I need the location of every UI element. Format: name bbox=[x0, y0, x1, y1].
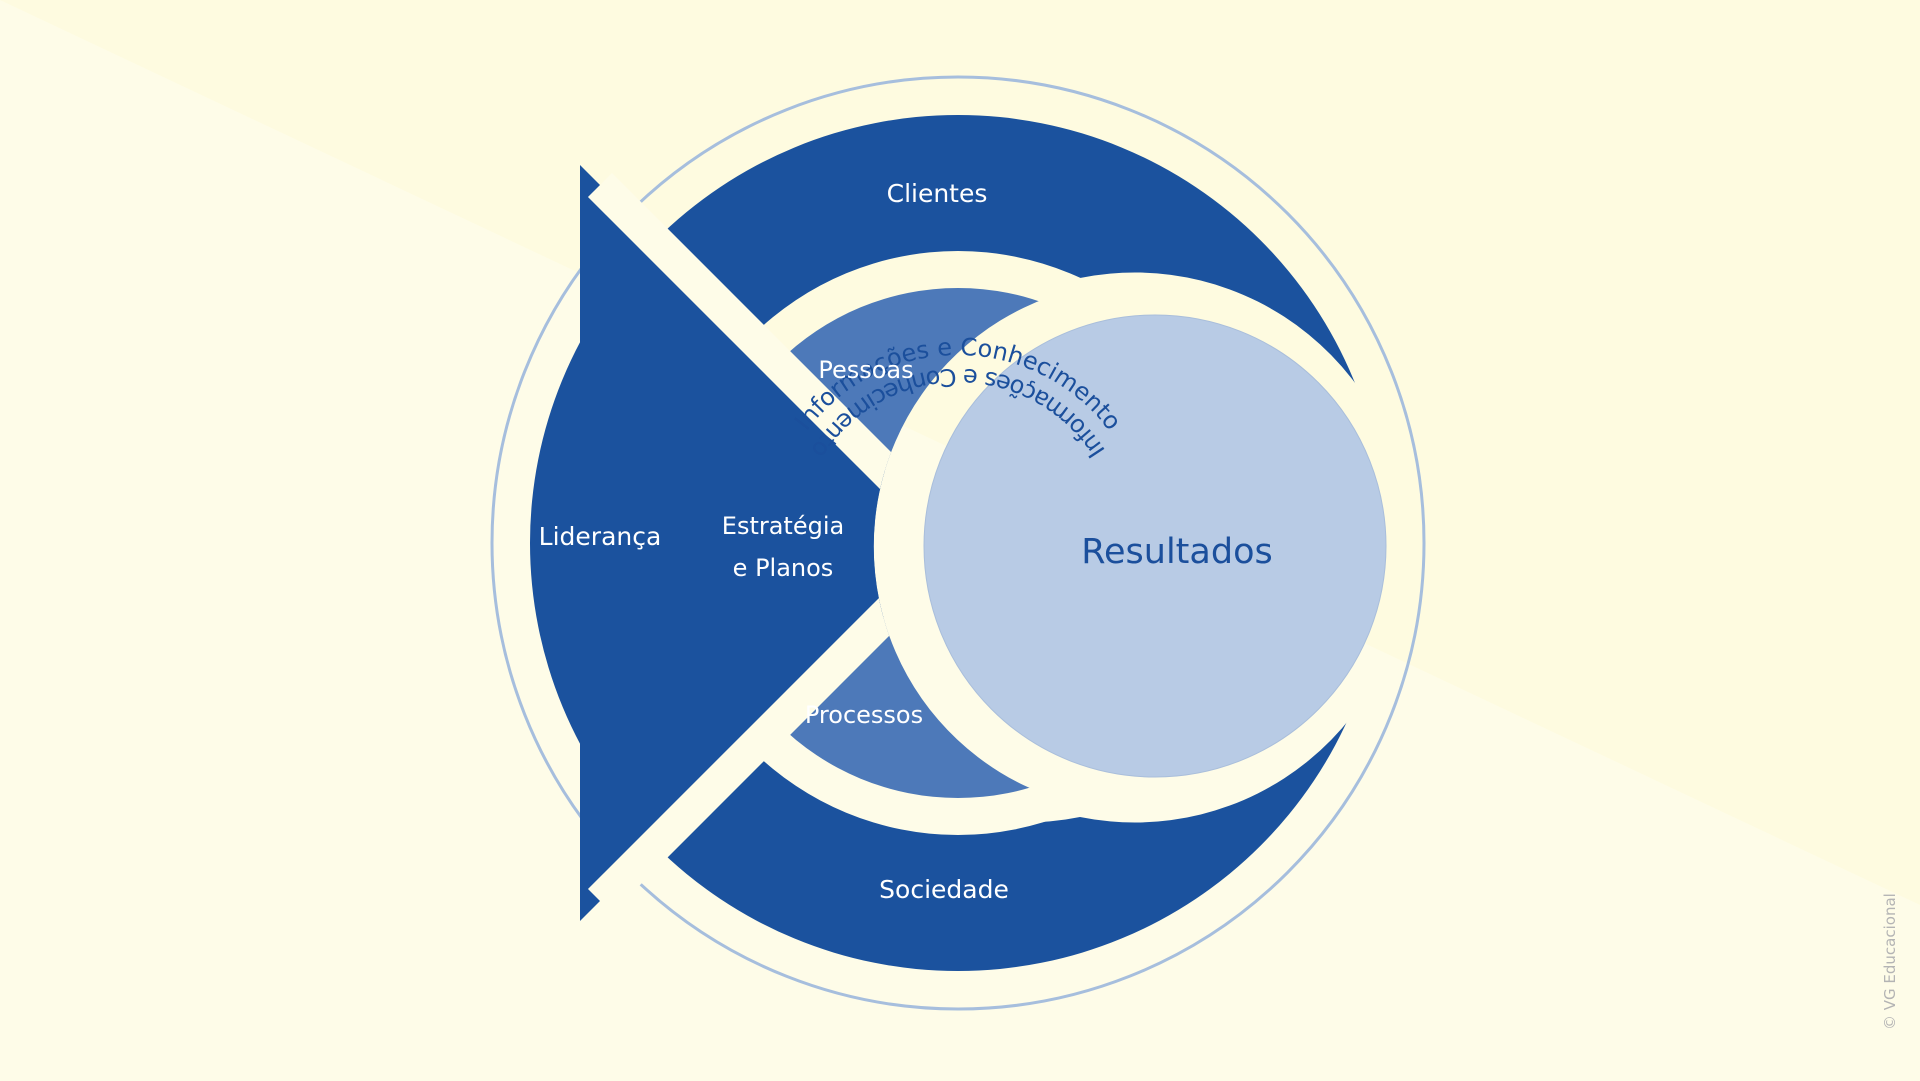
label-estrategia-line2: e Planos bbox=[733, 554, 834, 582]
label-lideranca: Liderança bbox=[539, 522, 662, 551]
outer-ring-outline bbox=[490, 75, 1426, 1011]
label-resultados: Resultados bbox=[1081, 532, 1272, 572]
label-processos: Processos bbox=[805, 701, 923, 729]
label-pessoas: Pessoas bbox=[818, 356, 913, 384]
copyright: © VG Educacional bbox=[1881, 893, 1899, 1030]
resultados-circle bbox=[923, 314, 1387, 778]
label-sociedade: Sociedade bbox=[879, 875, 1009, 904]
label-estrategia-line1: Estratégia bbox=[722, 512, 844, 540]
estrategia-wedge bbox=[580, 165, 958, 921]
label-clientes: Clientes bbox=[887, 179, 988, 208]
